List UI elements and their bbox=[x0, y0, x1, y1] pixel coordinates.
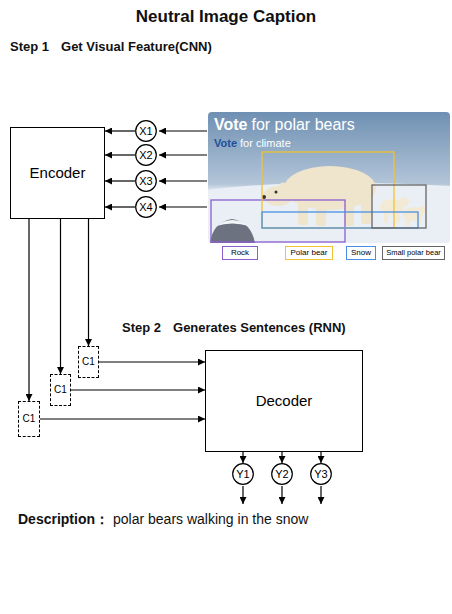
polar-bear-photo bbox=[208, 112, 450, 243]
output-line bbox=[281, 486, 282, 504]
flow-arrow bbox=[105, 206, 135, 207]
step-number: Step 1 bbox=[10, 40, 49, 55]
circle-outline bbox=[272, 464, 293, 485]
context-vector: C1 bbox=[78, 346, 99, 378]
feature-circle: X3 bbox=[135, 170, 157, 192]
flow-arrow bbox=[242, 452, 243, 463]
output-circle: Y3 bbox=[310, 463, 332, 485]
node-text: C1 bbox=[54, 384, 67, 396]
circle-outline bbox=[136, 145, 157, 166]
output-line bbox=[320, 486, 321, 504]
rock-shape bbox=[210, 219, 255, 243]
small-bear-bounding-box bbox=[372, 185, 426, 228]
output-line bbox=[242, 486, 243, 504]
photo-text: for polar bears bbox=[251, 116, 354, 134]
object-tag: Snow bbox=[346, 246, 376, 260]
flow-arrow bbox=[105, 180, 135, 181]
step-title: Get Visual Feature(CNN) bbox=[61, 40, 212, 55]
photo-sky bbox=[208, 112, 450, 243]
object-tag: Polar bear bbox=[285, 246, 333, 260]
output-lines bbox=[243, 486, 321, 504]
node-text: X3 bbox=[139, 175, 152, 188]
flow-arrow bbox=[320, 452, 321, 463]
circle-outline bbox=[233, 464, 254, 485]
rock-bounding-box bbox=[211, 200, 345, 242]
node-text: X2 bbox=[139, 149, 152, 162]
output-circle: Y2 bbox=[271, 463, 293, 485]
flow-arrow bbox=[105, 154, 135, 155]
feature-line bbox=[159, 206, 207, 207]
circle-outline bbox=[311, 464, 332, 485]
flow-arrow bbox=[281, 452, 282, 463]
object-tag: Small polar bear bbox=[382, 246, 445, 260]
node-text: Decoder bbox=[256, 392, 313, 409]
rock-snowcap bbox=[216, 220, 249, 226]
feature-line bbox=[159, 180, 207, 181]
description-text: polar bears walking in the snow bbox=[113, 511, 308, 527]
flow-arrow bbox=[60, 219, 61, 374]
polar-bear-figure bbox=[262, 166, 376, 226]
snow-bounding-box bbox=[262, 212, 418, 228]
circle-outline bbox=[136, 197, 157, 218]
feature-lines bbox=[159, 131, 207, 207]
decoder-box: Decoder bbox=[205, 350, 363, 452]
node-text: Y3 bbox=[314, 468, 327, 481]
flow-arrow bbox=[105, 130, 135, 131]
photo-text: Vote bbox=[214, 137, 237, 150]
step-number: Step 2 bbox=[122, 321, 161, 336]
description-label: Description： bbox=[18, 511, 109, 527]
output-circle: Y1 bbox=[232, 463, 254, 485]
feature-circle: X1 bbox=[135, 120, 157, 142]
encoder-box: Encoder bbox=[10, 127, 105, 219]
context-vector: C1 bbox=[50, 374, 71, 406]
context-vector: C1 bbox=[18, 401, 40, 437]
photo-text: for climate bbox=[240, 137, 291, 150]
node-text: Rock bbox=[231, 248, 249, 257]
feature-line bbox=[159, 130, 207, 131]
object-tag: Rock bbox=[222, 246, 258, 260]
diagram-title: Neutral Image Caption bbox=[0, 7, 452, 27]
node-text: Snow bbox=[351, 248, 371, 257]
feature-line bbox=[159, 154, 207, 155]
polar-bear-bounding-box bbox=[262, 152, 394, 228]
feature-circle: X2 bbox=[135, 144, 157, 166]
flow-arrow bbox=[28, 219, 29, 401]
node-text: Y1 bbox=[236, 468, 249, 481]
node-text: C1 bbox=[82, 356, 95, 368]
node-text: X1 bbox=[139, 125, 152, 138]
node-text: Small polar bear bbox=[386, 249, 441, 258]
flow-arrow bbox=[99, 361, 205, 362]
circle-outline bbox=[136, 171, 157, 192]
node-text: X4 bbox=[139, 201, 152, 214]
node-text: Encoder bbox=[30, 164, 86, 181]
circle-outline bbox=[136, 121, 157, 142]
step-title: Generates Sentences (RNN) bbox=[173, 321, 346, 336]
flow-arrow bbox=[88, 219, 89, 346]
photo-text: Vote bbox=[214, 116, 247, 134]
feature-circle: X4 bbox=[135, 196, 157, 218]
node-text: C1 bbox=[23, 413, 36, 425]
flow-arrow bbox=[71, 389, 205, 390]
node-text: Polar bear bbox=[291, 248, 328, 257]
flow-arrow bbox=[40, 418, 205, 419]
node-text: Y2 bbox=[275, 468, 288, 481]
